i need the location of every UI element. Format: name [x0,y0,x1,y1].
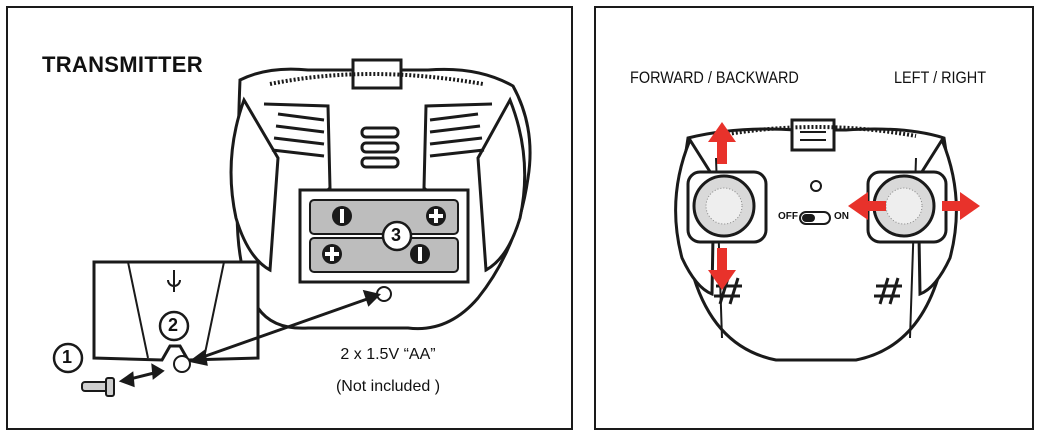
center-grille [360,126,400,169]
step-2-label: 2 [168,315,179,335]
step-2-circle [158,310,190,342]
right-arrow [942,192,980,220]
left-right-label: LEFT / RIGHT [894,68,987,87]
cover-latch [167,270,181,292]
step-3-label: 3 [391,225,402,245]
step-3-circle [381,220,413,252]
battery-spec: 2 x 1.5V “AA” [340,346,436,363]
transmitter-controls-diagram [674,118,980,362]
transmitter-right-wing [476,96,527,273]
power-led [810,180,822,192]
controller-top-ridge [715,125,917,138]
cover-to-body-arrow [188,289,381,366]
screw-icon [81,377,115,397]
screw-double-arrow [118,363,165,388]
backward-arrow [708,248,736,290]
transmitter-left-wing [229,96,280,273]
transmitter-top-handle [351,58,403,90]
transmitter-title: TRANSMITTER [42,52,203,77]
left-emblem [714,277,742,305]
switch-off-label: OFF [778,211,798,222]
left-arrow [848,192,886,220]
transmitter-battery-panel: TRANSMITTER 1 2 3 2 x 1.5V “AA” (Not inc… [6,6,573,430]
controller-top-handle [790,118,836,152]
cover-screw-hole [173,355,191,373]
step-1-circle [52,342,84,374]
step-1-label: 1 [62,347,73,367]
transmitter-top-ridge [269,72,484,86]
transmitter-battery-diagram [52,58,532,397]
transmitter-controls-panel: FORWARD / BACKWARD LEFT / RIGHT OFF ON [594,6,1034,430]
forward-backward-label: FORWARD / BACKWARD [630,68,799,87]
battery-note: (Not included ) [335,378,441,395]
right-emblem [874,277,902,305]
forward-arrow [708,122,736,164]
switch-on-label: ON [834,211,849,222]
